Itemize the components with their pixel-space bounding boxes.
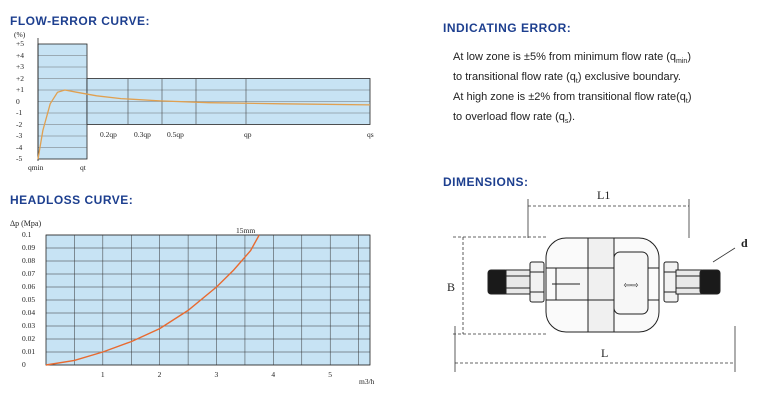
dimension-lines bbox=[453, 199, 736, 372]
headloss-x-tick: 4 bbox=[271, 370, 276, 379]
dimension-l1-label: L1 bbox=[597, 188, 611, 202]
flow-error-x-label: 0.2qp bbox=[100, 130, 117, 139]
flow-error-y-tick: -1 bbox=[16, 108, 23, 117]
flow-error-y-tick: +1 bbox=[16, 85, 24, 94]
headloss-y-tick: 0.02 bbox=[22, 334, 36, 343]
meter-body: ⇦⇨ bbox=[487, 237, 721, 333]
flow-error-y-tick: +2 bbox=[16, 73, 24, 83]
indicating-error-line: to overload flow rate (qs). bbox=[453, 111, 576, 126]
headloss-x-unit: m3/h bbox=[359, 377, 375, 386]
headloss-x-tick: 5 bbox=[328, 370, 332, 379]
dimension-d-label: d bbox=[741, 236, 748, 250]
flow-error-y-tick: -2 bbox=[16, 119, 23, 129]
headloss-y-tick: 0.03 bbox=[22, 321, 36, 330]
headloss-y-tick: 0.01 bbox=[22, 347, 36, 356]
headloss-y-tick: 0.08 bbox=[22, 256, 36, 265]
flow-error-x-label: qs bbox=[367, 130, 374, 139]
indicating-error-title: INDICATING ERROR: bbox=[443, 21, 572, 35]
flow-error-y-tick: +5 bbox=[16, 39, 24, 48]
flow-error-title: FLOW-ERROR CURVE: bbox=[10, 14, 151, 28]
headloss-title: HEADLOSS CURVE: bbox=[10, 193, 134, 207]
flow-error-x-label: qp bbox=[244, 130, 252, 139]
flow-error-y-tick: -4 bbox=[16, 142, 23, 152]
headloss-series-label: 15mm bbox=[236, 226, 256, 235]
headloss-y-unit: Δp (Mpa) bbox=[10, 219, 42, 228]
headloss-y-tick: 0.09 bbox=[22, 243, 36, 252]
flow-error-y-tick: +3 bbox=[16, 62, 24, 71]
flow-error-qt-label: qt bbox=[80, 163, 86, 172]
indicating-error-line: to transitional flow rate (qt) exclusive… bbox=[453, 71, 681, 86]
dimension-b-label: B bbox=[447, 280, 456, 294]
svg-text:⇦⇨: ⇦⇨ bbox=[623, 281, 639, 291]
flow-error-y-unit: (%) bbox=[14, 30, 26, 39]
flow-error-y-tick: -5 bbox=[16, 154, 23, 163]
headloss-y-tick: 0.07 bbox=[22, 269, 36, 278]
dimension-l-label: L bbox=[601, 346, 609, 360]
flow-error-qmin-label: qmin bbox=[28, 163, 44, 172]
flow-error-y-tick: -3 bbox=[16, 131, 23, 140]
flow-error-curve bbox=[37, 89, 371, 160]
headloss-y-tick: 0 bbox=[22, 360, 26, 369]
headloss-y-tick: 0.04 bbox=[22, 308, 36, 317]
headloss-x-tick: 2 bbox=[157, 370, 162, 379]
flow-error-x-label: 0.5qp bbox=[167, 130, 184, 139]
flow-error-y-tick: 0 bbox=[16, 96, 20, 106]
flow-error-y-tick: +4 bbox=[16, 50, 24, 60]
dimensions-title: DIMENSIONS: bbox=[443, 175, 529, 189]
indicating-error-line: At low zone is ±5% from minimum flow rat… bbox=[453, 51, 691, 66]
headloss-x-tick: 1 bbox=[100, 370, 105, 379]
indicating-error-line: At high zone is ±2% from transitional fl… bbox=[453, 91, 692, 106]
headloss-x-tick: 3 bbox=[214, 370, 219, 379]
headloss-y-tick: 0.06 bbox=[22, 282, 36, 291]
headloss-y-tick: 0.05 bbox=[22, 295, 36, 304]
headloss-y-tick: 0.1 bbox=[22, 230, 32, 239]
headloss-curve bbox=[45, 234, 260, 366]
flow-error-x-label: 0.3qp bbox=[134, 130, 151, 139]
